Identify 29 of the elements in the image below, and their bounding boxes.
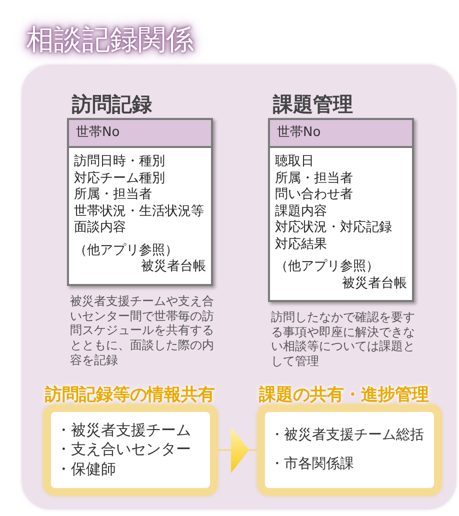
list-item: ・支え合いセンター <box>56 440 192 460</box>
table-heading: 課題管理 <box>273 92 353 116</box>
field-label: 所属・担当者 <box>275 170 354 187</box>
field-label: 訪問日時・種別 <box>74 154 166 170</box>
field-label: 対応結果 <box>275 236 328 253</box>
section-heading: 課題の共有・進捗管理 <box>259 384 429 406</box>
field-label: 面談内容 <box>74 220 127 236</box>
field-label: 聴取日 <box>275 154 315 170</box>
list-item: ・市各関係課 <box>270 455 355 474</box>
list-item: ・保健師 <box>56 460 117 480</box>
field-label: 所属・担当者 <box>74 187 153 204</box>
reference-note: （他アプリ参照） <box>74 242 179 259</box>
field-label: 対応状況・対応記録 <box>275 220 393 236</box>
key-field-header: 世帯No <box>270 120 412 148</box>
list-item: ・被災者支援チーム総括 <box>270 426 425 445</box>
list-item: ・被災者支援チーム <box>56 420 192 440</box>
field-label: 対応チーム種別 <box>74 170 166 187</box>
arrow <box>218 427 257 473</box>
field-label: 世帯状況・生活状況等 <box>74 204 205 220</box>
ledger-label: 被災者台帳 <box>341 276 407 292</box>
section-heading: 訪問記録等の情報共有 <box>45 384 215 406</box>
field-label: 問い合わせ者 <box>275 187 354 204</box>
description-text: 訪問したなかで確認を要する事項や即座に解決できない相談等については課題として管理 <box>271 310 416 369</box>
ledger-label: 被災者台帳 <box>140 259 206 276</box>
reference-note: （他アプリ参照） <box>275 259 380 276</box>
table-heading: 訪問記録 <box>72 92 152 116</box>
description-text: 被災者支援チームや支え合いセンター間で世帯毎の訪問スケジュールを共有するとともに、面談した際の内容を記録 <box>70 294 215 368</box>
key-field-header: 世帯No <box>69 120 211 148</box>
field-label: 課題内容 <box>275 204 328 220</box>
